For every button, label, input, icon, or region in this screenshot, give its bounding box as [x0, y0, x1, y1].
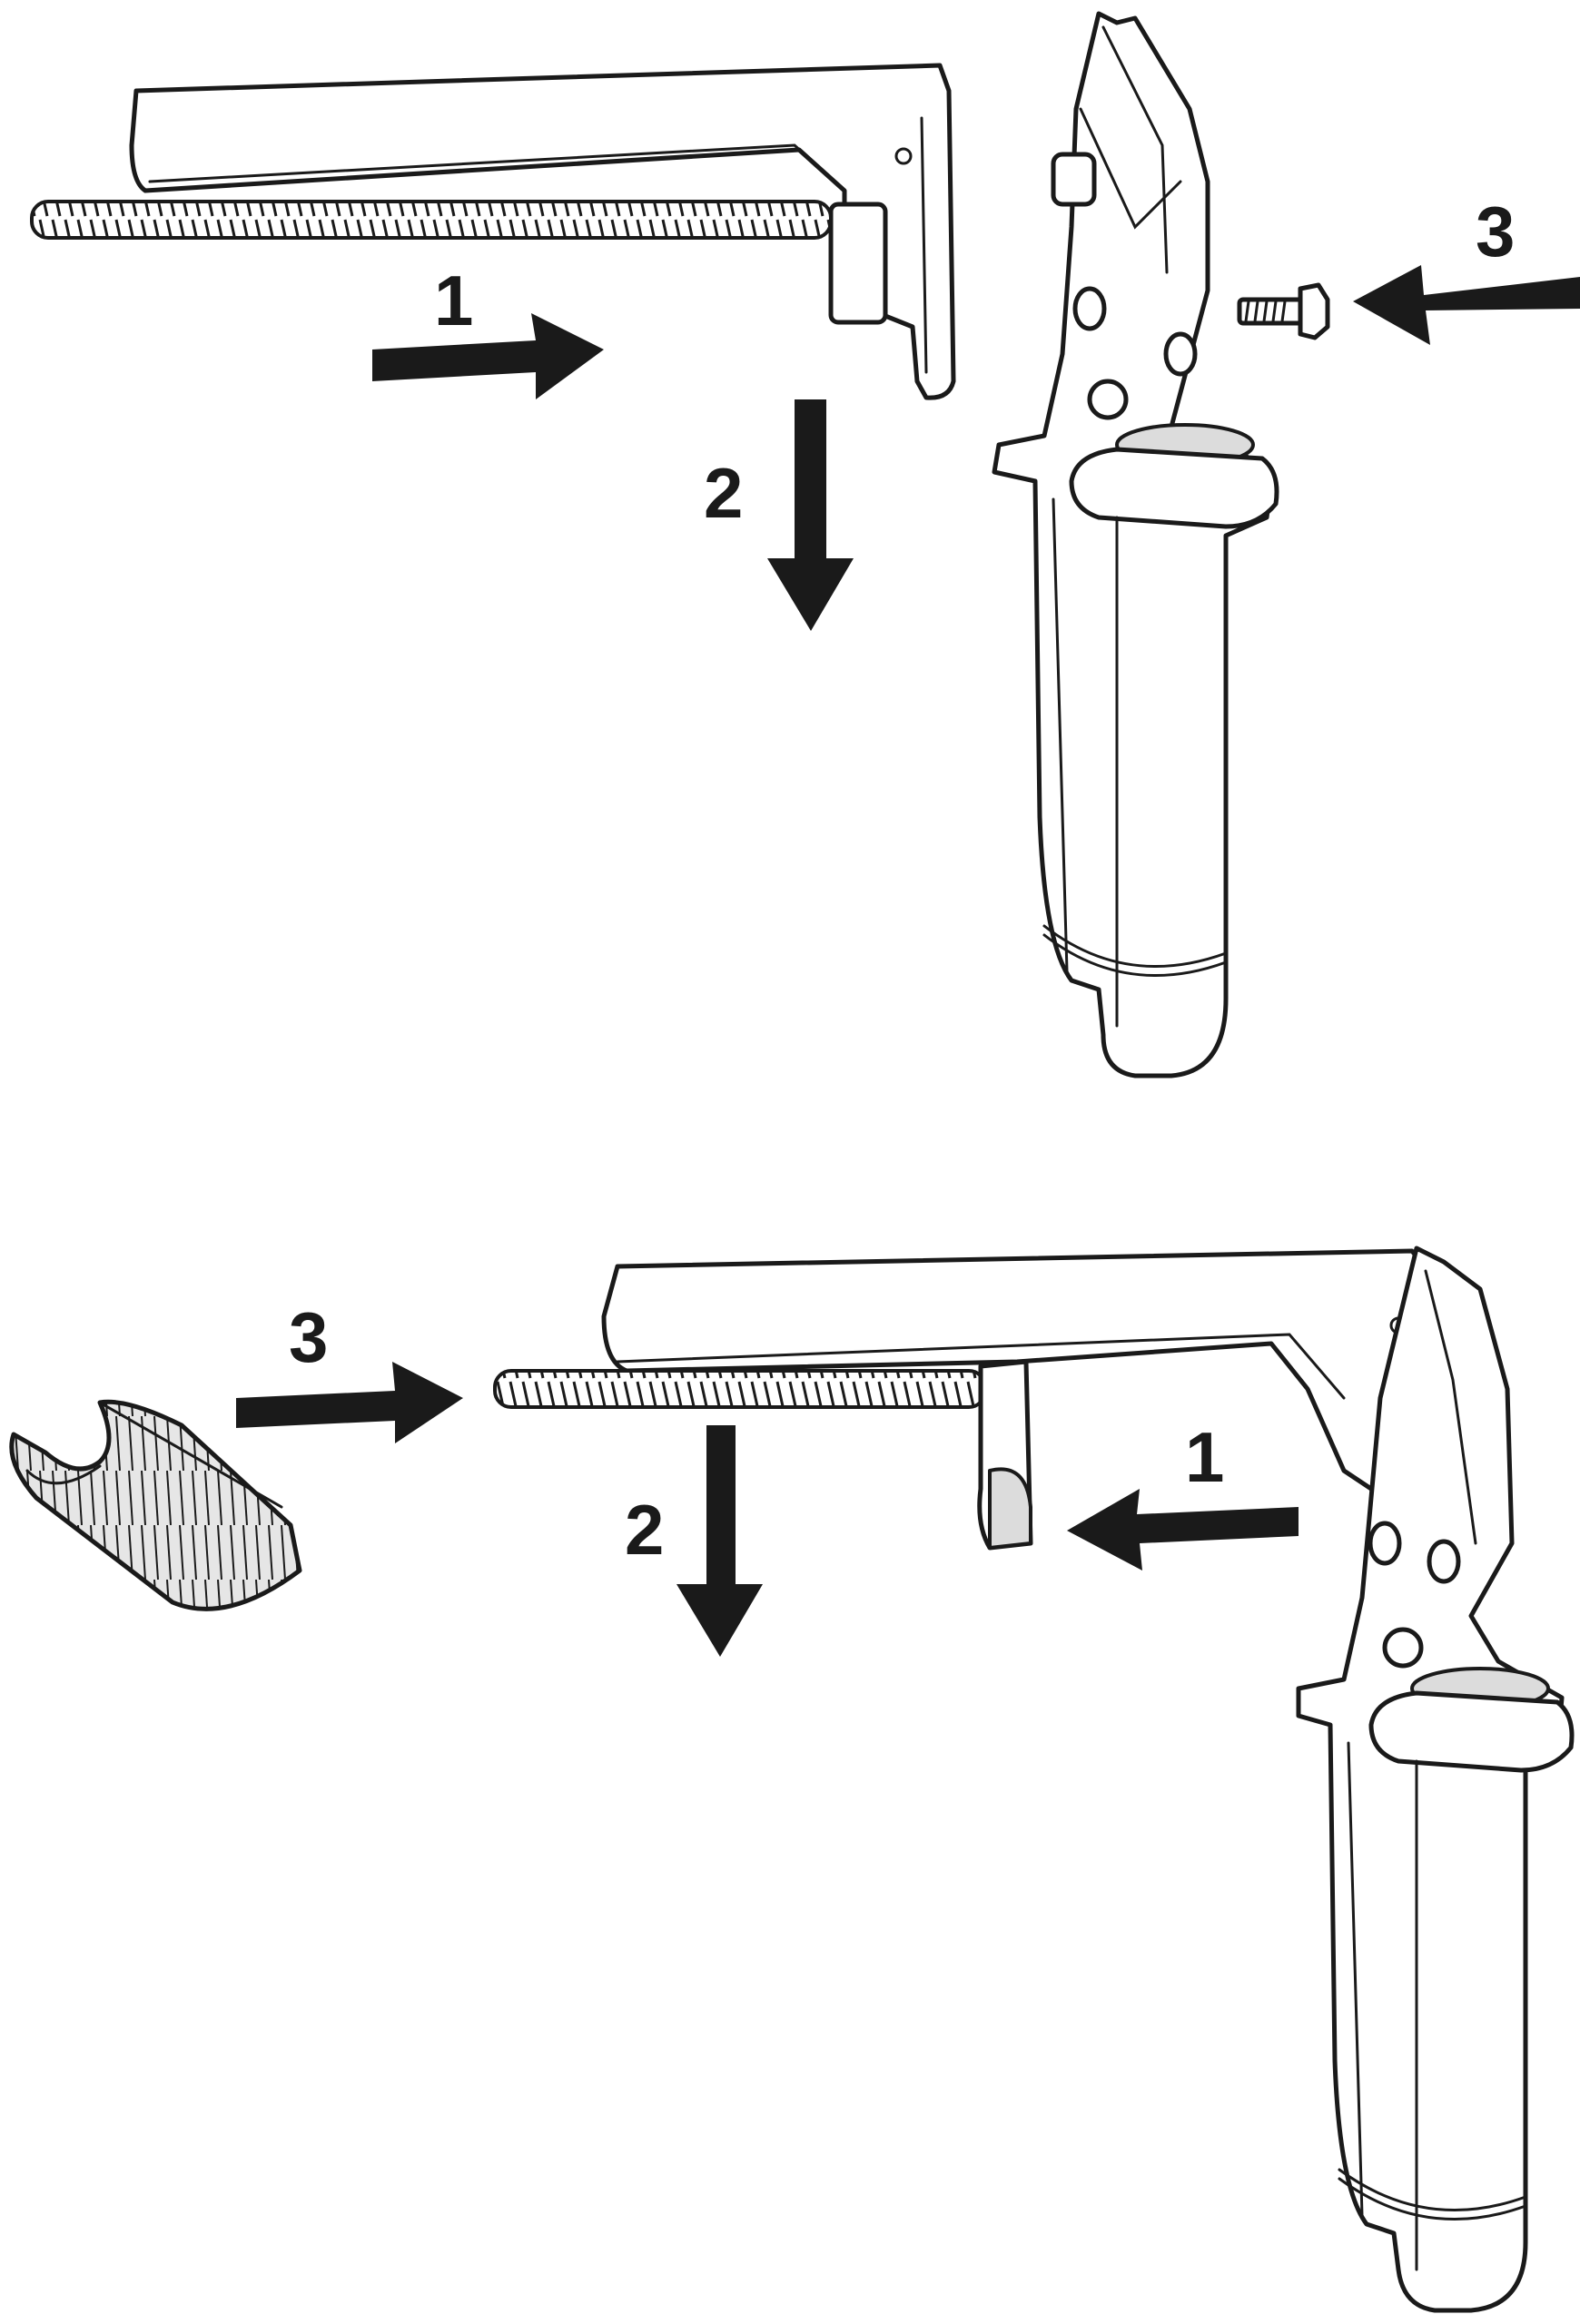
tacker-body-icon — [992, 11, 1279, 1078]
staple-strip-icon — [9, 1399, 302, 1611]
step-number-3: 3 — [289, 1297, 328, 1377]
step-number-2: 2 — [625, 1490, 664, 1570]
step-number-2: 2 — [704, 453, 743, 533]
step-number-1: 1 — [1185, 1417, 1224, 1497]
push-arrow-icon — [767, 399, 854, 631]
push-arrow-icon — [372, 313, 604, 399]
step-number-3: 3 — [1476, 192, 1515, 271]
push-arrow-icon — [1353, 265, 1580, 345]
push-arrow-icon — [676, 1425, 763, 1657]
push-arrow-icon — [1067, 1489, 1299, 1571]
bottom-panel: 3 2 1 — [9, 1246, 1575, 2313]
tacker-body-icon — [1296, 1246, 1575, 2313]
top-panel: 1 2 — [30, 11, 1580, 1078]
bolt-icon — [1237, 282, 1330, 340]
tacker-magazine-icon — [30, 63, 956, 400]
step-number-1: 1 — [434, 261, 473, 340]
push-arrow-icon — [236, 1362, 463, 1443]
